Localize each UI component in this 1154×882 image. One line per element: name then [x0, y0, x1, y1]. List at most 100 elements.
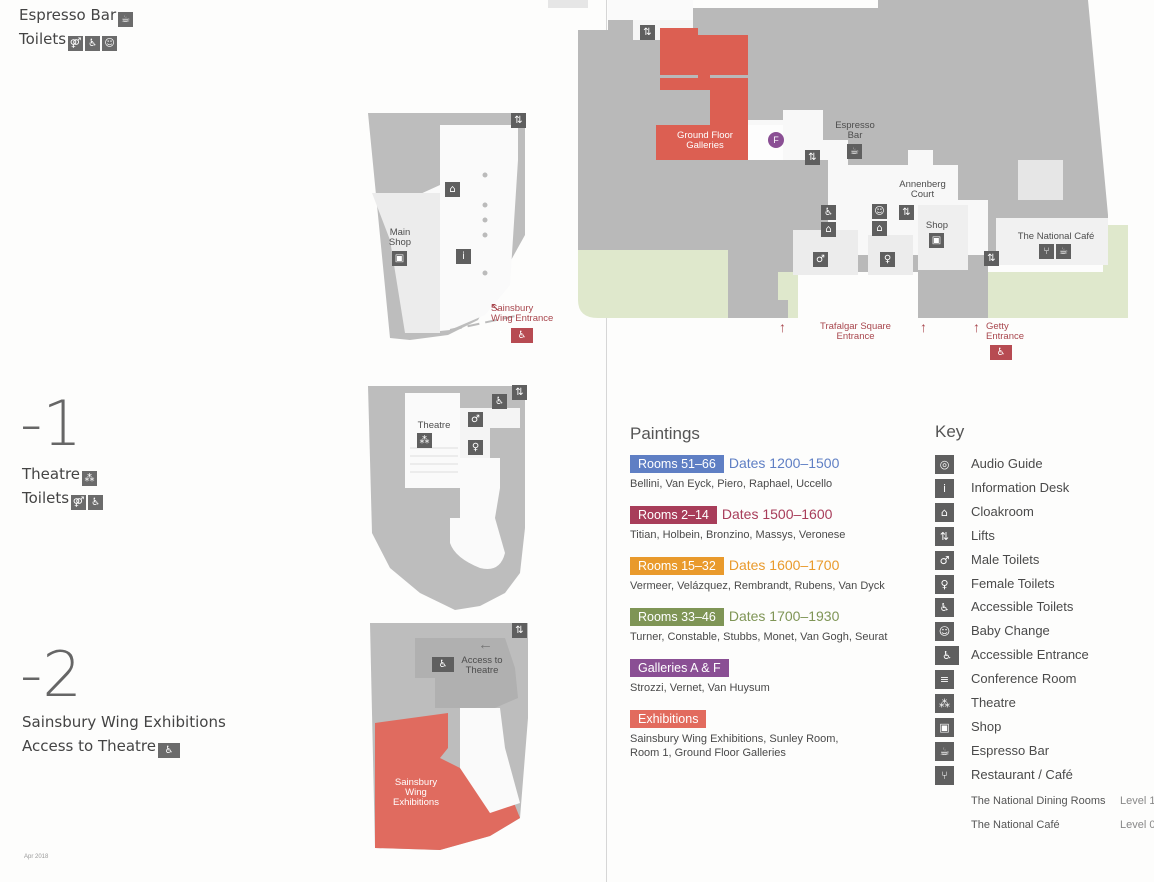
- access-theatre-level-label: Access to Theatre: [22, 737, 156, 755]
- dates-label: Dates 1500–1600: [721, 506, 833, 522]
- accessible-toilets-icon: ♿: [821, 205, 836, 220]
- key-item-label: Audio Guide: [971, 456, 1043, 471]
- print-date: Apr 2018: [24, 854, 49, 860]
- trafalgar-entrance-arrow-icon: ↑: [779, 319, 786, 335]
- national-cafe-floor: [996, 218, 1108, 265]
- rooms-badge: Rooms 51–66: [630, 455, 724, 473]
- entrance-arrow-icon: ↖: [490, 300, 501, 314]
- accessible-entrance-icon: ♿: [157, 743, 180, 758]
- key-title: Key: [935, 422, 965, 441]
- accessible-toilets-icon: ♿: [88, 495, 104, 510]
- key-item: ⌂Cloakroom: [935, 501, 1154, 523]
- level-minus2-labels: Sainsbury Wing Exhibitions Access to The…: [22, 710, 226, 758]
- key-item: ⁂ Theatre: [935, 692, 1154, 714]
- key-item-label: Information Desk: [971, 479, 1070, 495]
- level-minus1-labels: Theatre⁂ Toilets⚤♿: [22, 462, 104, 510]
- toilets-level-label: Toilets: [22, 489, 70, 507]
- artists-list: Turner, Constable, Stubbs, Monet, Van Go…: [630, 631, 888, 643]
- female-toilets-icon: ♀: [935, 574, 954, 594]
- main-building-level0-map: [548, 0, 1128, 318]
- key-item: ♀ Female Toilets: [935, 573, 1154, 595]
- restaurant-cafe-icon: ⑂: [935, 765, 954, 785]
- espresso-bar-level-label: Espresso Bar: [19, 6, 117, 24]
- lifts-icon: ⇅: [511, 113, 526, 128]
- dates-label: Dates 1200–1500: [728, 455, 840, 471]
- accessible-entrance-icon: ♿: [935, 646, 959, 666]
- cloakroom-icon: ⌂: [935, 502, 954, 522]
- accessible-toilets-icon: ♿: [492, 394, 507, 409]
- key-item: ☕Espresso Bar: [935, 740, 1154, 762]
- main-shop-label: Main Shop: [388, 227, 412, 248]
- key-item-label: Accessible Entrance: [971, 647, 1089, 663]
- level-minus2-map: [370, 623, 528, 850]
- lifts-icon: ⇅: [935, 526, 954, 546]
- rooms-badge: Galleries A & F: [630, 659, 729, 677]
- key-item: ≡Conference Room: [935, 668, 1154, 690]
- accessible-toilets-icon: ♿: [85, 36, 101, 51]
- level-minus2-number: -2: [20, 638, 82, 711]
- accessible-entrance-icon: ♿: [432, 657, 454, 672]
- key-item-label: Male Toilets: [971, 551, 1040, 567]
- accessible-entrance-icon: ♿: [511, 328, 533, 343]
- getty-entrance-label: Getty Entrance: [986, 321, 1025, 342]
- sainsbury-wing-entrance-label: Sainsbury Wing Entrance: [491, 303, 554, 324]
- lifts-icon: ⇅: [805, 150, 820, 165]
- access-to-theatre-map-label: Access to Theatre: [461, 655, 503, 676]
- annenberg-court-label: Annenberg Court: [899, 179, 946, 200]
- key-item: ♿ Accessible Entrance: [935, 644, 1154, 666]
- theatre-icon: ⁂: [417, 433, 432, 448]
- key-item: ▣Shop: [935, 716, 1154, 738]
- rooms-badge: Rooms 2–14: [630, 506, 717, 524]
- ground-floor-galleries: [656, 28, 748, 160]
- sainsbury-wing-hall: [418, 125, 518, 333]
- gallery-f-marker: F: [768, 132, 784, 148]
- key-item: ⑂ Restaurant / Café: [935, 764, 1154, 786]
- male-toilets-icon: ♂: [935, 550, 954, 570]
- male-toilets-icon: ♂: [468, 412, 483, 427]
- sainsbury-exhibitions-area: [375, 713, 520, 850]
- key-item: ♿Accessible Toilets: [935, 596, 1154, 618]
- lifts-icon: ⇅: [640, 25, 655, 40]
- rooms-badge: Exhibitions: [630, 710, 707, 728]
- female-toilets-icon: ♀: [880, 252, 895, 267]
- key-item-label: Female Toilets: [971, 575, 1055, 591]
- female-toilets-icon: ♀: [468, 440, 483, 455]
- key-legend: Key ◎ Audio Guide i Information Desk ⌂Cloakr…: [935, 422, 1154, 852]
- shop-icon: ▣: [929, 233, 944, 248]
- key-item-label: Espresso Bar: [971, 742, 1050, 758]
- theatre-floor: [405, 393, 460, 488]
- restaurant-name: The National Dining Rooms: [971, 795, 1106, 807]
- audio-guide-icon: ◎: [935, 455, 954, 474]
- artists-list: Strozzi, Vernet, Van Huysum: [630, 682, 770, 694]
- theatre-map-label: Theatre: [417, 420, 451, 431]
- national-cafe-label: The National Café: [1017, 231, 1095, 242]
- trafalgar-square-entrance-label: Trafalgar Square Entrance: [820, 321, 891, 342]
- baby-change-icon: ☺: [935, 622, 954, 642]
- shop-map-label: Shop: [925, 220, 949, 231]
- theatre-icon: ⁂: [935, 694, 954, 713]
- key-item-label: Conference Room: [971, 671, 1077, 687]
- theatre-level-label: Theatre: [22, 465, 81, 483]
- information-desk-icon: i: [456, 249, 471, 264]
- key-item-label: Restaurant / Café: [971, 766, 1073, 782]
- information-desk-icon: i: [935, 478, 954, 498]
- shop-icon: ▣: [392, 251, 407, 266]
- espresso-bar-icon: ☕: [118, 12, 134, 27]
- cloakroom-icon: ⌂: [872, 221, 887, 236]
- sainsbury-wing-level0-map: [368, 113, 525, 340]
- key-item-label: Lifts: [971, 527, 995, 543]
- espresso-bar-map-label: Espresso Bar: [835, 120, 875, 141]
- espresso-bar-icon: ☕: [1056, 244, 1071, 259]
- accessible-entrance-icon: ♿: [990, 345, 1012, 360]
- key-item-label: Theatre: [971, 695, 1016, 710]
- key-item: ⇅ Lifts: [935, 525, 1154, 547]
- paintings-title: Paintings: [630, 424, 700, 443]
- restaurant-name: The National Café: [971, 819, 1060, 831]
- restaurant-cafe-icon: ⑂: [1039, 244, 1054, 259]
- access-arrow-icon: ←: [478, 636, 493, 653]
